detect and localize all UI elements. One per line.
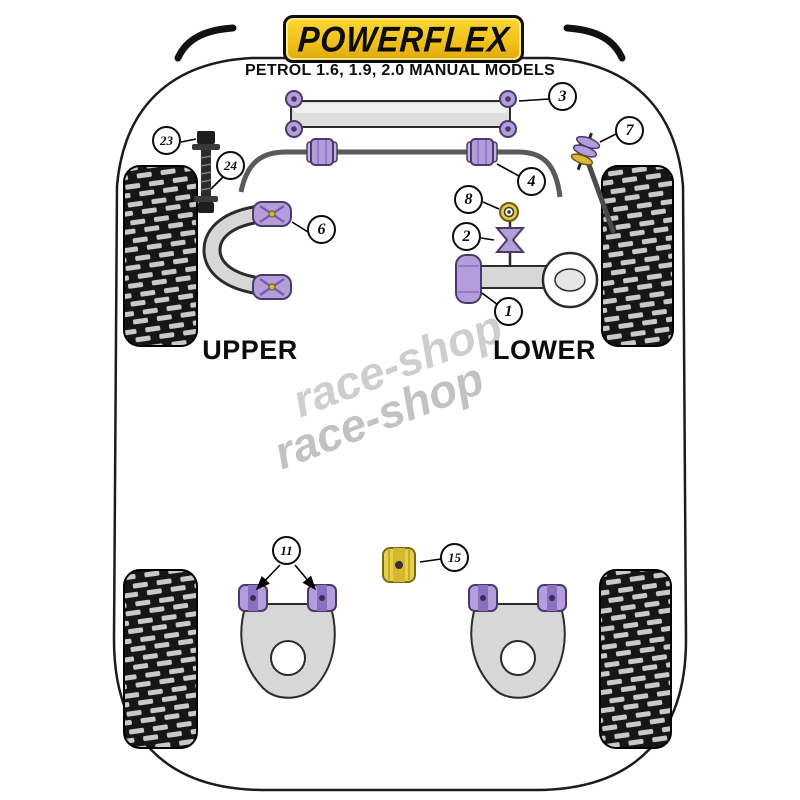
tire-rear-right xyxy=(599,569,672,749)
callout-15: 15 xyxy=(440,543,469,572)
hourglass-bush-item2 xyxy=(494,227,526,253)
rear-bracket-right xyxy=(468,584,567,699)
rear-bush xyxy=(307,584,337,612)
lower-arm-assembly xyxy=(455,202,599,309)
lower-arm-bush xyxy=(455,254,482,304)
callout-3: 3 xyxy=(548,82,577,111)
anti-roll-bar xyxy=(238,138,563,198)
powerflex-logo: POWERFLEX xyxy=(283,15,524,63)
rear-bush xyxy=(537,584,567,612)
callout-6: 6 xyxy=(307,215,336,244)
callout-2: 2 xyxy=(452,222,481,251)
tire-front-right xyxy=(601,165,674,347)
upper-wishbone-bush-bottom xyxy=(252,274,292,300)
tire-rear-left xyxy=(123,569,198,749)
upper-wishbone-bush-top xyxy=(252,201,292,227)
label-upper: UPPER xyxy=(202,335,298,365)
gearbox-mount-bush-item15 xyxy=(382,547,416,583)
arb-bush-right xyxy=(466,138,498,166)
gold-washer-item8 xyxy=(499,202,519,222)
callout-23: 23 xyxy=(152,126,181,155)
model-subtitle: PETROL 1.6, 1.9, 2.0 MANUAL MODELS xyxy=(244,62,556,79)
callout-7: 7 xyxy=(615,116,644,145)
rear-bush xyxy=(468,584,498,612)
front-trim-left-icon xyxy=(174,24,237,62)
callout-4: 4 xyxy=(517,167,546,196)
callout-24: 24 xyxy=(216,151,245,180)
callout-8: 8 xyxy=(454,185,483,214)
tire-front-left xyxy=(123,165,198,347)
bolt-kit xyxy=(192,131,220,213)
tie-bar xyxy=(570,132,616,234)
callout-1: 1 xyxy=(494,297,523,326)
arb-bush-left xyxy=(306,138,338,166)
leader-lines xyxy=(180,98,617,591)
brand-name: POWERFLEX xyxy=(296,18,511,59)
rear-bush xyxy=(238,584,268,612)
rear-bracket-left xyxy=(238,584,337,699)
rack-mount-bushes xyxy=(285,90,517,138)
steering-rack-assembly xyxy=(285,90,517,138)
front-trim-right-icon xyxy=(563,24,626,62)
tie-bar-washer-stack xyxy=(570,132,601,171)
upper-wishbone xyxy=(202,201,292,300)
callout-11: 11 xyxy=(272,536,301,565)
label-lower: LOWER xyxy=(493,335,596,365)
